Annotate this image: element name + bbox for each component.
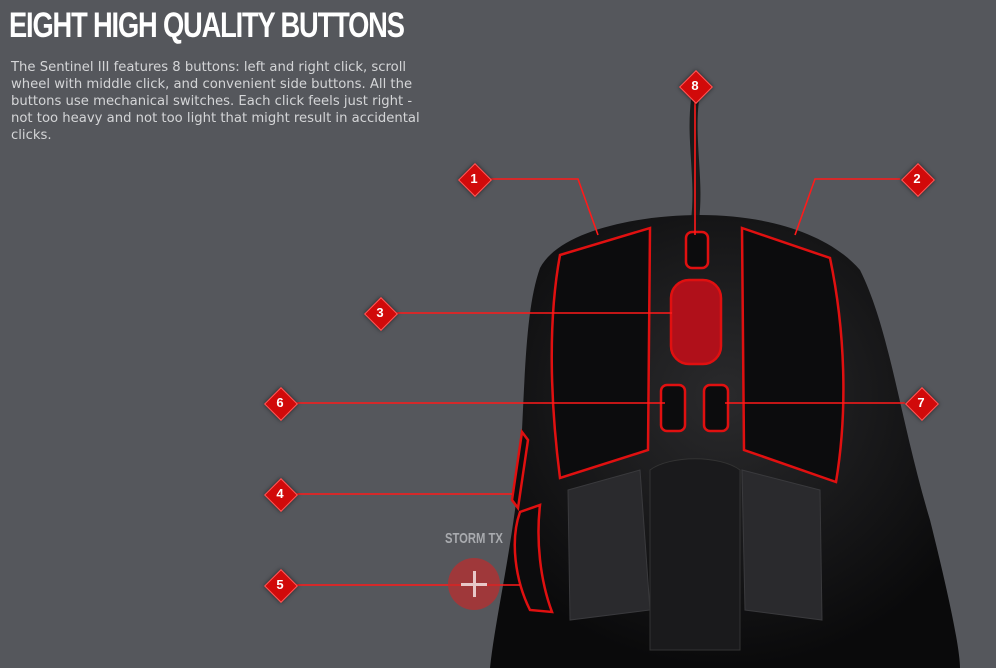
scroll-wheel	[669, 278, 723, 366]
button-7	[702, 383, 730, 433]
plus-icon[interactable]	[448, 558, 500, 610]
marker-number: 4	[276, 486, 284, 501]
button-4	[510, 428, 530, 512]
model-label: STORM TX	[445, 530, 503, 547]
marker-5[interactable]: 5	[262, 567, 298, 603]
marker-7[interactable]: 7	[903, 385, 939, 421]
marker-8[interactable]: 8	[677, 68, 713, 104]
marker-number: 2	[913, 171, 921, 186]
marker-number: 7	[917, 395, 925, 410]
marker-1[interactable]: 1	[456, 161, 492, 197]
marker-2[interactable]: 2	[899, 161, 935, 197]
marker-number: 1	[470, 171, 478, 186]
marker-number: 3	[376, 305, 384, 320]
marker-number: 6	[276, 395, 284, 410]
marker-4[interactable]: 4	[262, 476, 298, 512]
button-5	[513, 503, 554, 614]
button-6	[659, 383, 687, 433]
marker-number: 8	[691, 78, 699, 93]
page-title: EIGHT HIGH QUALITY BUTTONS	[9, 6, 405, 45]
marker-6[interactable]: 6	[262, 385, 298, 421]
marker-number: 5	[276, 577, 284, 592]
button-8	[684, 230, 710, 270]
description: The Sentinel III features 8 buttons: lef…	[11, 60, 420, 143]
left-button	[550, 226, 652, 480]
right-button	[740, 226, 845, 484]
marker-3[interactable]: 3	[362, 295, 398, 331]
